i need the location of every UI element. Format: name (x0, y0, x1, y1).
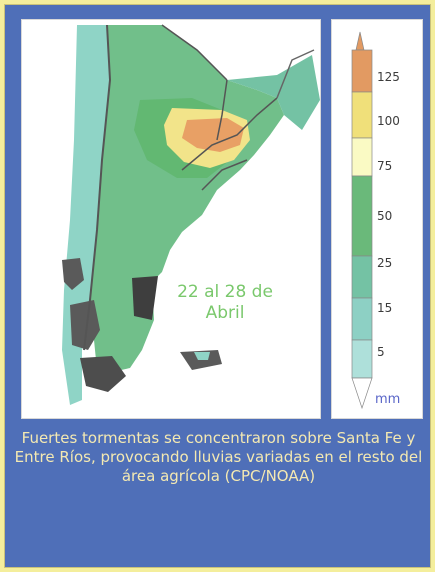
map-graphic (62, 24, 320, 405)
no-data-patch (132, 276, 158, 320)
figure-caption: Fuertes tormentas se concentraron sobre … (14, 429, 423, 485)
province-border (181, 97, 278, 171)
province-border (201, 159, 248, 191)
scale-100-125 (351, 91, 373, 139)
legend-tick: 15 (377, 301, 393, 315)
legend-unit: mm (375, 392, 401, 407)
scale-top-arrow (355, 31, 365, 51)
scale-15-25 (351, 297, 373, 341)
no-data-patch (70, 300, 100, 350)
province-border (216, 79, 228, 141)
island-detail (194, 352, 210, 360)
north-east-region (227, 55, 320, 130)
scale-50-75 (351, 175, 373, 257)
legend-tick: 75 (377, 159, 393, 173)
color-scale-bar (351, 31, 373, 410)
legend-tick: 125 (377, 70, 400, 84)
legend-tick: 50 (377, 209, 393, 223)
brazil-border (276, 49, 315, 99)
legend-tick: 25 (377, 256, 393, 270)
no-data-patch (62, 258, 84, 290)
scale-125-plus (351, 49, 373, 93)
andes-border (83, 24, 112, 351)
period-label: 22 al 28 de Abril (177, 282, 273, 323)
legend-tick: 100 (377, 114, 400, 128)
figure-frame: 22 al 28 de Abril 125 100 75 50 25 15 5 … (4, 4, 431, 568)
scale-75-100 (351, 137, 373, 177)
legend-panel: 125 100 75 50 25 15 5 mm (331, 19, 423, 419)
scale-5-15 (351, 339, 373, 379)
no-data-patch (80, 356, 126, 392)
rainfall-map: 22 al 28 de Abril (21, 19, 321, 419)
rain-125-zone (182, 118, 244, 152)
legend-tick: 5 (377, 345, 385, 359)
scale-bottom-arrow (351, 377, 373, 410)
bolivia-border (161, 24, 228, 81)
scale-25-50 (351, 255, 373, 299)
